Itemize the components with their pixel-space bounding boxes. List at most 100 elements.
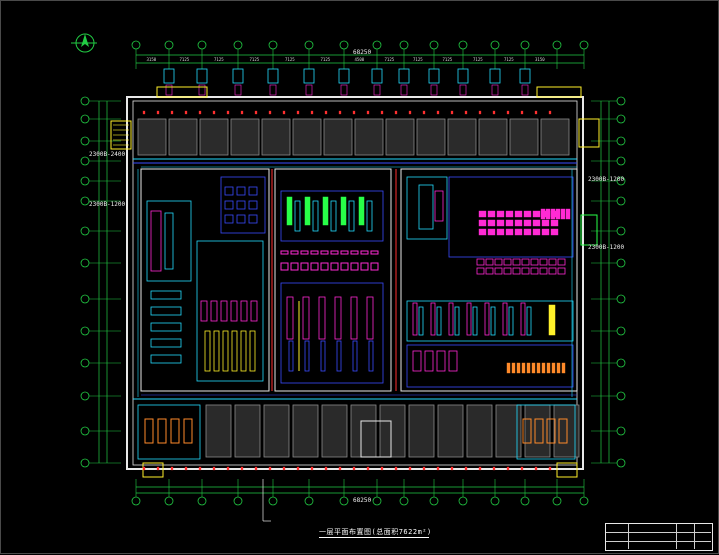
- marker: [212, 466, 216, 471]
- service-room: [205, 404, 232, 458]
- marker: [170, 466, 174, 471]
- marker: [240, 110, 244, 115]
- bench: [300, 262, 309, 271]
- title-block-cell: [676, 541, 695, 549]
- title-block-cell: [676, 532, 695, 542]
- marker: [212, 110, 216, 115]
- machine: [164, 212, 174, 270]
- machine: [240, 330, 247, 372]
- machine: [472, 306, 478, 336]
- machine: [506, 362, 511, 374]
- axis-bubble: [197, 40, 207, 50]
- workstation: [334, 296, 342, 340]
- machine: [548, 304, 556, 336]
- machine: [434, 190, 444, 222]
- seat: [505, 228, 514, 236]
- seat: [487, 228, 496, 236]
- axis-bubble: [616, 96, 626, 106]
- seat: [532, 219, 541, 227]
- seat: [539, 258, 548, 266]
- room: [360, 420, 392, 458]
- rooftop-unit: [459, 84, 467, 96]
- dimension-text: 7125: [180, 57, 190, 62]
- seat: [550, 219, 559, 227]
- seat: [512, 258, 521, 266]
- seat: [514, 210, 523, 218]
- rooftop-unit: [338, 68, 350, 84]
- axis-bubble: [552, 496, 562, 506]
- machine: [366, 200, 373, 232]
- rooftop-unit: [303, 68, 315, 84]
- dimension-text: 7125: [443, 57, 453, 62]
- machine: [546, 362, 551, 374]
- axis-bubble: [429, 40, 439, 50]
- marker: [464, 466, 468, 471]
- seat: [496, 228, 505, 236]
- seat: [523, 210, 532, 218]
- workstation: [366, 296, 374, 340]
- room: [280, 190, 384, 242]
- bench: [290, 262, 299, 271]
- axis-bubble: [80, 176, 90, 186]
- service-room: [350, 404, 377, 458]
- machine: [150, 322, 182, 332]
- room: [516, 404, 576, 460]
- seat: [550, 208, 556, 220]
- axis-bubble: [616, 114, 626, 124]
- service-room: [540, 118, 570, 156]
- machine: [454, 306, 460, 336]
- bench: [370, 262, 379, 271]
- machine: [224, 186, 234, 196]
- equipment: [157, 418, 167, 444]
- bench: [280, 250, 289, 255]
- seat: [530, 258, 539, 266]
- machine: [210, 300, 218, 322]
- marker: [548, 110, 552, 115]
- bench: [360, 262, 369, 271]
- machine: [294, 200, 301, 232]
- machine: [248, 214, 258, 224]
- seat: [560, 208, 566, 220]
- seat: [555, 208, 561, 220]
- marker: [408, 466, 412, 471]
- seat: [478, 228, 487, 236]
- bench: [370, 250, 379, 255]
- entry: [536, 86, 582, 98]
- entry: [156, 86, 208, 98]
- seat: [541, 228, 550, 236]
- drawing-title: 一层平面布置图(总面积7622m²): [319, 528, 432, 536]
- machine: [412, 350, 422, 372]
- marker: [548, 466, 552, 471]
- machine: [448, 350, 458, 372]
- marker: [366, 466, 370, 471]
- machine: [561, 362, 566, 374]
- machine: [248, 200, 258, 210]
- seat: [496, 219, 505, 227]
- seat: [478, 219, 487, 227]
- axis-bubble: [458, 40, 468, 50]
- machine: [490, 306, 496, 336]
- dimension-text: 7125: [250, 57, 260, 62]
- rooftop-unit: [232, 68, 244, 84]
- rooftop-unit: [398, 68, 410, 84]
- marker: [184, 466, 188, 471]
- seat: [548, 267, 557, 275]
- title-block-cell: [628, 532, 677, 542]
- stair: [110, 120, 132, 150]
- axis-bubble: [579, 496, 589, 506]
- service-room: [354, 118, 384, 156]
- workstation: [318, 296, 326, 340]
- bench: [350, 262, 359, 271]
- title-block-cell: [676, 524, 695, 533]
- side-label-left-1: 2300B-2400: [89, 151, 126, 158]
- rooftop-unit: [163, 68, 175, 84]
- bench: [340, 250, 349, 255]
- bench: [360, 250, 369, 255]
- machine: [484, 302, 490, 336]
- axis-bubble: [490, 496, 500, 506]
- service-room: [321, 404, 348, 458]
- axis-bubble: [399, 496, 409, 506]
- seat: [487, 210, 496, 218]
- marker: [492, 110, 496, 115]
- service-room: [199, 118, 229, 156]
